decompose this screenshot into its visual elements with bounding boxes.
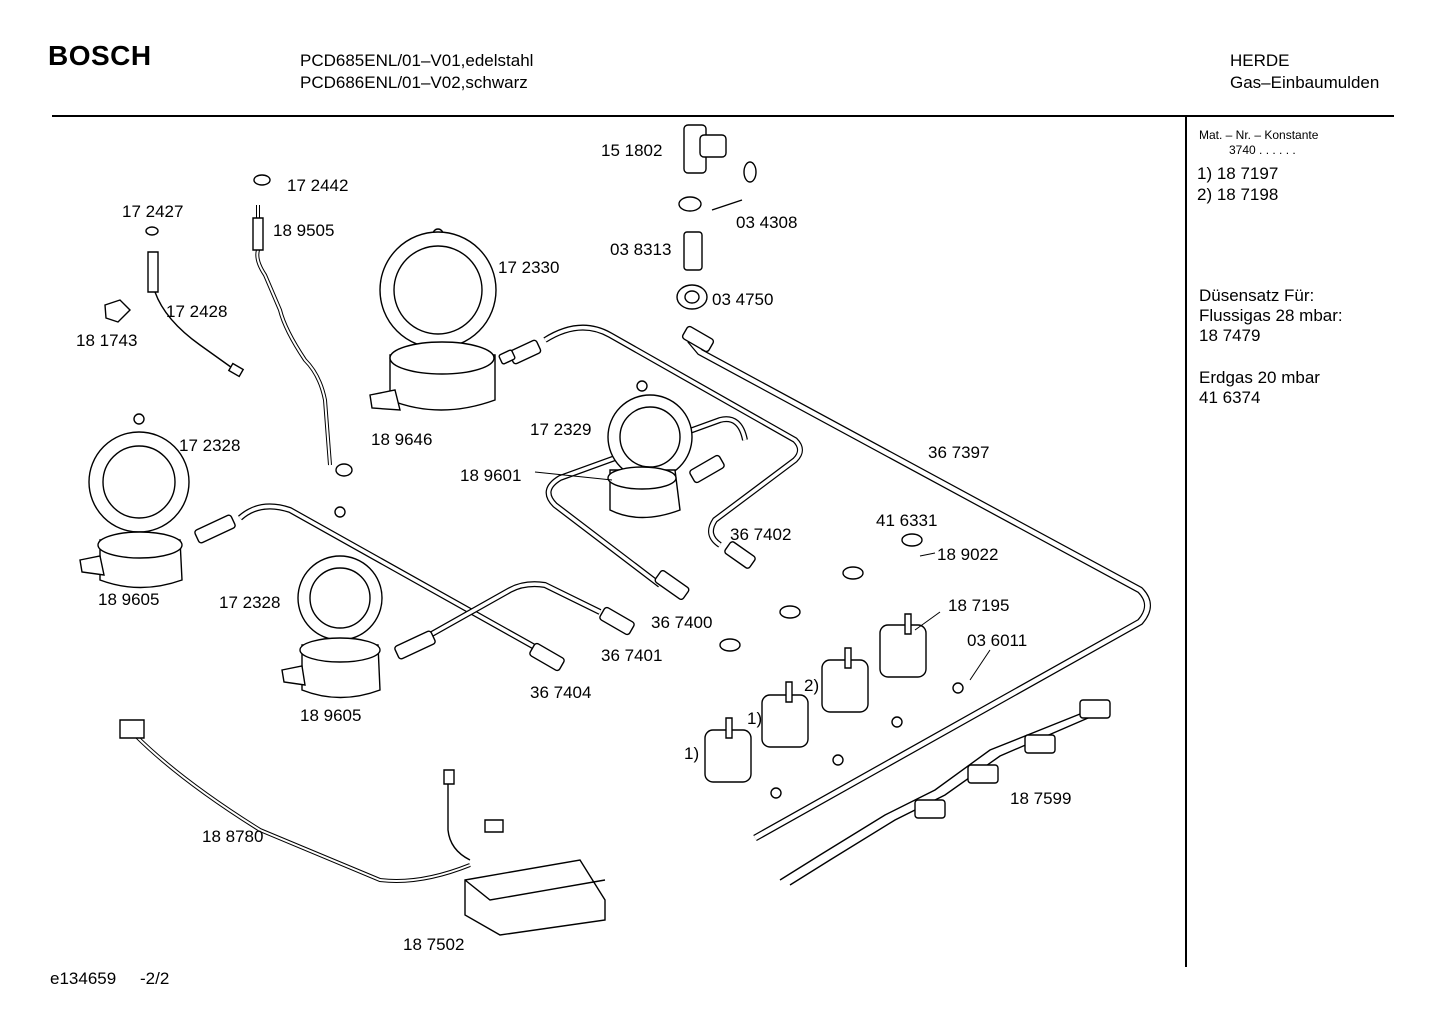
label-189601: 18 9601: [460, 466, 522, 485]
mat-value: 3740 . . . . . .: [1229, 143, 1296, 157]
label-367401: 36 7401: [601, 646, 663, 665]
burner-rear-left: [370, 229, 496, 410]
label-188780: 18 8780: [202, 827, 264, 846]
label-172328-left: 17 2328: [179, 436, 241, 455]
burner-front: [282, 507, 382, 698]
thermocouple-189505: [257, 205, 330, 465]
pipe-fittings: [194, 325, 756, 671]
ng-value: 41 6374: [1199, 388, 1261, 407]
spark-generator-187502: [465, 860, 605, 935]
label-189022: 18 9022: [937, 545, 999, 564]
label-038313: 03 8313: [610, 240, 672, 259]
label-034750: 03 4750: [712, 290, 774, 309]
brand-logo: BOSCH: [48, 40, 152, 71]
label-367404: 36 7404: [530, 683, 592, 702]
label-367400: 36 7400: [651, 613, 713, 632]
label-187599: 18 7599: [1010, 789, 1072, 808]
label-189646: 18 9646: [371, 430, 433, 449]
lpg-label: Flussigas 28 mbar:: [1199, 306, 1343, 325]
category-line-1: HERDE: [1230, 51, 1290, 70]
label-181743: 18 1743: [76, 331, 138, 350]
marker-2: 2): [804, 676, 820, 695]
doc-id: e134659: [50, 969, 117, 988]
label-172442: 17 2442: [287, 176, 349, 195]
label-367397: 36 7397: [928, 443, 990, 462]
pipe-367401: [430, 584, 600, 635]
label-189605-left: 18 9605: [98, 590, 160, 609]
leader-lines: [535, 472, 990, 680]
marker-1-mid: 1): [747, 709, 763, 728]
page-number: -2/2: [140, 969, 170, 988]
ref-2: 2) 18 7198: [1197, 185, 1279, 204]
label-416331: 41 6331: [876, 511, 938, 530]
label-172427: 17 2427: [122, 202, 184, 221]
label-172330: 17 2330: [498, 258, 560, 277]
cable-188780: [135, 735, 470, 881]
label-172328-front: 17 2328: [219, 593, 281, 612]
marker-1-left: 1): [684, 744, 700, 763]
label-034308: 03 4308: [736, 213, 798, 232]
label-189605-front: 18 9605: [300, 706, 362, 725]
top-connector: [677, 125, 756, 309]
mat-title: Mat. – Nr. – Konstante: [1199, 128, 1319, 142]
model-line-1: PCD685ENL/01–V01,edelstahl: [300, 51, 534, 70]
label-151802: 15 1802: [601, 141, 663, 160]
nozzle-title: Düsensatz Für:: [1199, 286, 1315, 305]
burner-center: [608, 381, 692, 518]
ignition-harness-187599: [780, 710, 1090, 880]
ref-1: 1) 18 7197: [1197, 164, 1279, 183]
clip-181743: [105, 300, 130, 322]
sidebar-divider: [1185, 117, 1187, 967]
label-036011: 03 6011: [967, 631, 1028, 650]
burner-left: [80, 414, 189, 588]
label-172428: 17 2428: [166, 302, 228, 321]
main-gas-pipe: [690, 340, 1148, 838]
label-172329: 17 2329: [530, 420, 592, 439]
header-rule: [52, 115, 1394, 117]
label-367402: 36 7402: [730, 525, 792, 544]
ng-label: Erdgas 20 mbar: [1199, 368, 1320, 387]
pipe-367404: [240, 506, 540, 650]
lpg-value: 18 7479: [1199, 326, 1261, 345]
gas-taps: [705, 534, 963, 798]
label-187502: 18 7502: [403, 935, 465, 954]
model-line-2: PCD686ENL/01–V02,schwarz: [300, 73, 528, 92]
category-line-2: Gas–Einbaumulden: [1230, 73, 1380, 92]
label-187195: 18 7195: [948, 596, 1010, 615]
label-189505: 18 9505: [273, 221, 335, 240]
